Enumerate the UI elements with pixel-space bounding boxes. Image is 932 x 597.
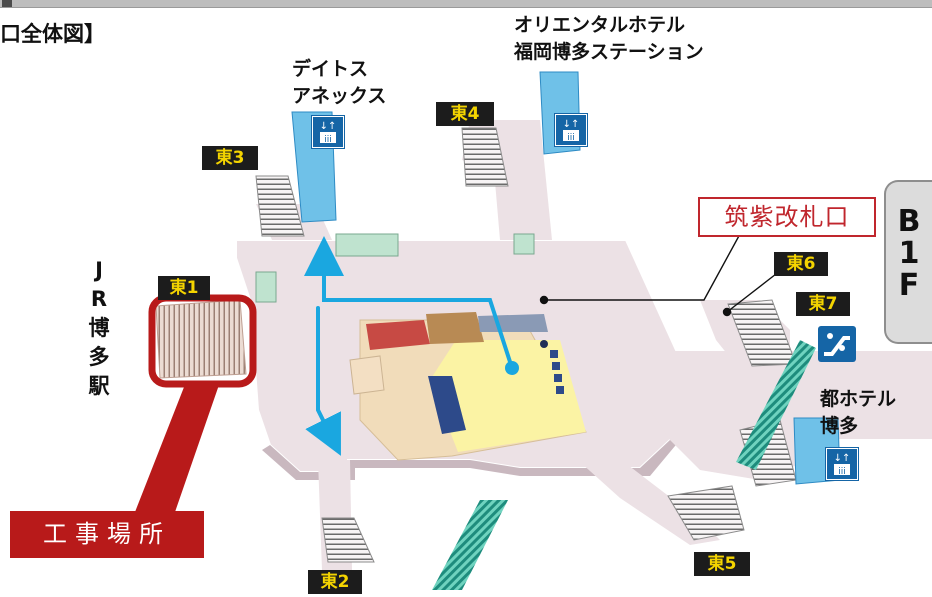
- chikushi-gate-label: 筑紫改札口: [698, 197, 876, 237]
- oriental-hotel-label: オリエンタルホテル 福岡博多ステーション: [514, 14, 704, 63]
- exit-badge-east6: 東6: [774, 252, 828, 276]
- exit-badge-east7: 東7: [796, 292, 850, 316]
- top-bar: [0, 0, 932, 8]
- central-block: [349, 312, 587, 461]
- exit-badge-east2: 東2: [308, 570, 362, 594]
- gate-barriers: [540, 340, 564, 394]
- exit-badge-east5: 東5: [694, 552, 750, 576]
- daytos-annex-label: デイトス アネックス: [292, 58, 387, 107]
- svg-text:↓↑: ↓↑: [320, 121, 337, 132]
- route-arrows: [304, 236, 519, 456]
- elevator-icon: ↓↑ iii: [825, 447, 859, 481]
- construction-callout: [135, 294, 257, 512]
- exit-badge-east1: 東1: [158, 276, 210, 300]
- route-arrow-up: [304, 236, 514, 370]
- kiosks: [255, 233, 535, 303]
- elevator-icon: ↓↑ iii: [311, 115, 345, 149]
- construction-site-label: 工事場所: [10, 511, 204, 558]
- svg-text:iii: iii: [324, 135, 332, 145]
- jr-exit-staircase: [155, 299, 247, 379]
- floor-indicator: B 1 F: [884, 180, 932, 344]
- svg-text:↓↑: ↓↑: [834, 453, 851, 464]
- elevator-icon: ↓↑ iii: [554, 113, 588, 147]
- map-title: 口全体図】: [0, 22, 105, 46]
- stairs: [255, 127, 797, 563]
- escalator-icon: [818, 326, 856, 362]
- top-bar-mark: [2, 0, 12, 7]
- route-arrow-down: [305, 306, 341, 456]
- miyako-hotel-label: 都ホテル 博多: [820, 388, 897, 437]
- jr-hakata-station-label: J R 博 多 駅: [88, 258, 110, 398]
- leader-line: [539, 233, 777, 317]
- exit-badge-east3: 東3: [202, 146, 258, 170]
- svg-text:iii: iii: [838, 467, 846, 477]
- exit-badge-east4: 東4: [436, 102, 494, 126]
- svg-text:↓↑: ↓↑: [563, 119, 580, 130]
- svg-text:iii: iii: [567, 133, 575, 143]
